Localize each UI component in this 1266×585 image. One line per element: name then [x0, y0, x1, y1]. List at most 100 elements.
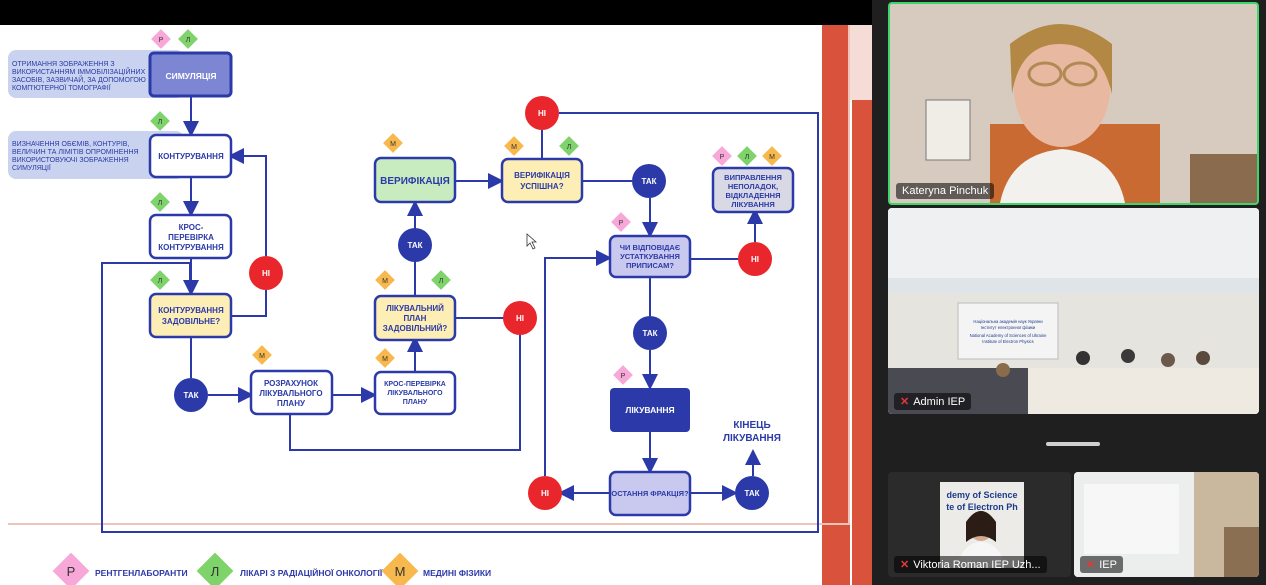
yes-circle-1: ТАК	[174, 378, 208, 412]
svg-text:Л: Л	[186, 37, 191, 44]
svg-text:Р: Р	[67, 564, 76, 579]
svg-text:demy of Science: demy of Science	[946, 490, 1017, 500]
diamond-l: Л	[150, 192, 170, 212]
diamond-l: Л	[737, 146, 757, 166]
svg-text:ТАК: ТАК	[641, 177, 656, 186]
svg-text:М: М	[382, 278, 388, 285]
svg-text:Національна академія наук Укра: Національна академія наук України	[973, 319, 1043, 324]
svg-text:ТАК: ТАК	[183, 391, 198, 400]
room-video: Національна академія наук України Інстит…	[888, 208, 1259, 414]
slide-decoration-stripe-main	[822, 25, 850, 585]
svg-text:ВИКОРИСТОВУЮЧІ ЗОБРАЖЕННЯ: ВИКОРИСТОВУЮЧІ ЗОБРАЖЕННЯ	[12, 157, 129, 164]
svg-text:НІ: НІ	[262, 269, 270, 278]
node-contouring: КОНТУРУВАННЯ	[148, 133, 233, 179]
svg-text:ВИЗНАЧЕННЯ ОБЄМІВ, КОНТУРІВ,: ВИЗНАЧЕННЯ ОБЄМІВ, КОНТУРІВ,	[12, 141, 129, 148]
panel-resize-handle[interactable]	[1046, 442, 1100, 446]
speaker-video	[890, 4, 1257, 203]
svg-text:ПЛАН: ПЛАН	[404, 314, 427, 323]
svg-text:Л: Л	[158, 200, 163, 207]
slide-decoration-stripe-light	[850, 25, 872, 100]
svg-text:ВЕЛИЧИН ТА ЛІМІТІВ ОПРОМІНЕННЯ: ВЕЛИЧИН ТА ЛІМІТІВ ОПРОМІНЕННЯ	[12, 149, 139, 156]
svg-text:КРОС-: КРОС-	[179, 223, 204, 232]
svg-text:Р: Р	[159, 37, 164, 44]
node-last-fraction: ОСТАННЯ ФРАКЦІЯ?	[608, 470, 692, 517]
node-simulation: СИМУЛЯЦІЯ	[148, 51, 233, 98]
no-circle-3: НІ	[525, 96, 559, 130]
svg-text:ЛІКАРІ З РАДІАЦІЙНОЇ ОНКОЛОГІЇ: ЛІКАРІ З РАДІАЦІЙНОЇ ОНКОЛОГІЇ	[240, 567, 383, 578]
svg-text:КОНТУРУВАННЯ: КОНТУРУВАННЯ	[158, 243, 224, 252]
yes-circle-2: ТАК	[398, 228, 432, 262]
simulation-note: ОТРИМАННЯ ЗОБРАЖЕННЯ З ВИКОРИСТАННЯМ ІММ…	[8, 50, 184, 98]
no-circle-1: НІ	[249, 256, 283, 290]
video-tile-speaker[interactable]: Kateryna Pinchuk	[888, 2, 1259, 205]
svg-text:НІ: НІ	[751, 255, 759, 264]
muted-mic-icon: ✕	[900, 396, 910, 408]
no-circle-4: НІ	[738, 242, 772, 276]
svg-text:Р: Р	[621, 373, 626, 380]
svg-text:СИМУЛЯЦІЇ: СИМУЛЯЦІЇ	[12, 164, 51, 172]
svg-text:Institute of Electron Physics: Institute of Electron Physics	[982, 339, 1033, 344]
svg-text:КОНТУРУВАННЯ: КОНТУРУВАННЯ	[158, 152, 224, 161]
svg-text:ЗАДОВІЛЬНИЙ?: ЗАДОВІЛЬНИЙ?	[383, 324, 448, 333]
svg-text:КІНЕЦЬ: КІНЕЦЬ	[733, 420, 770, 431]
svg-text:Л: Л	[158, 278, 163, 285]
diamond-m: М	[383, 133, 403, 153]
svg-text:НІ: НІ	[516, 314, 524, 323]
svg-text:ВЕРИФІКАЦІЯ: ВЕРИФІКАЦІЯ	[514, 171, 570, 180]
svg-text:ЛІКУВАННЯ: ЛІКУВАННЯ	[731, 200, 774, 209]
svg-text:ЛІКУВАЛЬНОГО: ЛІКУВАЛЬНОГО	[259, 389, 322, 398]
node-verification-ok: ВЕРИФІКАЦІЯ УСПІШНА?	[500, 157, 584, 204]
svg-text:СИМУЛЯЦІЯ: СИМУЛЯЦІЯ	[165, 71, 216, 81]
node-end-treatment: КІНЕЦЬ ЛІКУВАННЯ	[723, 420, 781, 444]
node-equipment-match: ЧИ ВІДПОВІДАЄ УСТАТКУВАННЯ ПРИПИСАМ?	[608, 234, 692, 279]
diamond-m: М	[762, 146, 782, 166]
yes-circle-3: ТАК	[632, 164, 666, 198]
yes-circle-4: ТАК	[633, 316, 667, 350]
svg-text:National Academy of Sciences o: National Academy of Sciences of Ukraine	[970, 333, 1047, 338]
video-tile-iep[interactable]: ✕IEP	[1074, 472, 1259, 577]
mouse-cursor-icon	[526, 233, 538, 250]
muted-mic-icon: ✕	[900, 559, 910, 571]
participant-name-label: ✕Viktoria Roman IEP Uzh...	[894, 556, 1047, 573]
shared-slide: ОТРИМАННЯ ЗОБРАЖЕННЯ З ВИКОРИСТАННЯМ ІММ…	[0, 25, 872, 585]
presentation-top-bar	[0, 0, 872, 25]
svg-text:РЕНТГЕНЛАБОРАНТИ: РЕНТГЕНЛАБОРАНТИ	[95, 568, 188, 578]
node-plan-ok: ЛІКУВАЛЬНИЙ ПЛАН ЗАДОВІЛЬНИЙ?	[373, 294, 457, 342]
svg-text:ОСТАННЯ ФРАКЦІЯ?: ОСТАННЯ ФРАКЦІЯ?	[611, 489, 689, 498]
svg-text:М: М	[390, 141, 396, 148]
svg-text:ПРИПИСАМ?: ПРИПИСАМ?	[626, 261, 674, 270]
svg-text:М: М	[769, 154, 775, 161]
svg-text:ПЛАНУ: ПЛАНУ	[277, 399, 306, 408]
yes-circle-5: ТАК	[735, 476, 769, 510]
svg-text:М: М	[259, 353, 265, 360]
participant-name-label: ✕IEP	[1080, 556, 1123, 573]
diamond-l: Л	[431, 270, 451, 290]
diamond-l: Л	[150, 111, 170, 131]
svg-text:ВИКОРИСТАННЯМ ІММОБІЛІЗАЦІЙНИХ: ВИКОРИСТАННЯМ ІММОБІЛІЗАЦІЙНИХ	[12, 67, 146, 76]
svg-text:УСПІШНА?: УСПІШНА?	[520, 182, 563, 191]
svg-text:Л: Л	[158, 119, 163, 126]
svg-text:ВИПРАВЛЕННЯ: ВИПРАВЛЕННЯ	[724, 173, 782, 182]
muted-mic-icon: ✕	[1086, 559, 1096, 571]
svg-text:ЛІКУВАННЯ: ЛІКУВАННЯ	[625, 405, 674, 415]
diamond-p: Р	[613, 365, 633, 385]
legend-item-radiographers: Р РЕНТГЕНЛАБОРАНТИ	[52, 552, 188, 585]
svg-text:ЗАСОБІВ, ЗАЗВИЧАЙ, ЗА ДОПОМОГО: ЗАСОБІВ, ЗАЗВИЧАЙ, ЗА ДОПОМОГОЮ	[12, 75, 146, 84]
svg-text:ЛІКУВАЛЬНИЙ: ЛІКУВАЛЬНИЙ	[386, 304, 444, 313]
diamond-l: Л	[559, 136, 579, 156]
svg-text:РОЗРАХУНОК: РОЗРАХУНОК	[264, 379, 318, 388]
diagram-connectors	[101, 97, 819, 533]
diamond-p: Р	[712, 146, 732, 166]
svg-text:ЧИ ВІДПОВІДАЄ: ЧИ ВІДПОВІДАЄ	[620, 243, 681, 252]
svg-text:НІ: НІ	[541, 489, 549, 498]
diamond-l: Л	[178, 29, 198, 49]
svg-text:ТАК: ТАК	[642, 329, 657, 338]
contouring-note: ВИЗНАЧЕННЯ ОБЄМІВ, КОНТУРІВ, ВЕЛИЧИН ТА …	[8, 131, 184, 179]
legend-item-physicists: М МЕДИНІ ФІЗИКИ	[381, 552, 491, 585]
node-calc-plan: РОЗРАХУНОК ЛІКУВАЛЬНОГО ПЛАНУ	[249, 369, 334, 416]
svg-text:Л: Л	[745, 154, 750, 161]
svg-text:te of Electron Ph: te of Electron Ph	[946, 502, 1018, 512]
video-tile-viktoria[interactable]: demy of Science te of Electron Ph ✕Vikto…	[888, 472, 1071, 577]
svg-text:КОНТУРУВАННЯ: КОНТУРУВАННЯ	[158, 306, 224, 315]
video-tile-room[interactable]: Національна академія наук України Інстит…	[888, 208, 1259, 414]
